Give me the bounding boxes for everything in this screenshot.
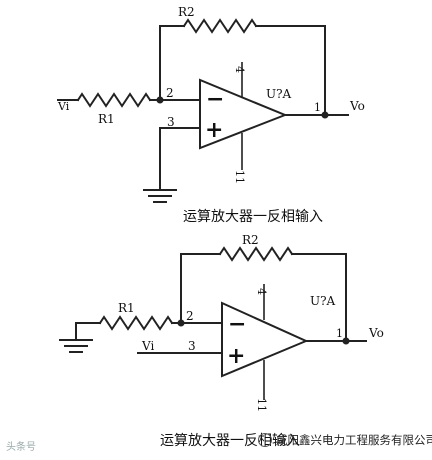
minus-sign-top: −: [206, 86, 224, 112]
opamp-triangle-bottom: [221, 301, 309, 378]
pin-label-vplus-bottom: 4: [255, 288, 268, 295]
label-r2-bottom: R2: [242, 233, 259, 247]
label-vo-bottom: Vo: [368, 326, 384, 340]
opamp-triangle-top: [199, 78, 288, 150]
minus-sign-bottom: −: [228, 311, 246, 337]
pin-label-vminus-top: 11: [233, 170, 246, 184]
pin-label-out-bottom: 1: [336, 327, 343, 340]
pin-label-vminus-bottom: 11: [255, 398, 268, 412]
label-vi-top: Vi: [57, 100, 70, 113]
pin-label-vplus-top: 4: [233, 66, 246, 73]
plus-sign-top: +: [205, 117, 223, 143]
label-opamp-top: U?A: [266, 87, 292, 101]
pin-label-inv-bottom: 2: [186, 309, 194, 323]
wechat-icon: [258, 433, 272, 447]
label-r1-top: R1: [98, 112, 115, 126]
resistor-r2-top: [182, 18, 258, 34]
circuit-top: R2 Vi R1 2 3 4 11 − + U?A 1 Vo: [57, 5, 365, 203]
label-r1-bottom: R1: [118, 301, 135, 315]
circuit-bottom: R2 R1 Vi 2 3 4 11 − + U?A 1 Vo: [59, 233, 384, 412]
resistor-r1-bottom: [98, 315, 174, 331]
resistor-r2-bottom: [218, 246, 294, 262]
plus-sign-bottom: +: [227, 343, 245, 369]
label-vi-bottom: Vi: [141, 339, 154, 353]
label-vo-top: Vo: [349, 99, 365, 113]
watermark-right-text: 咸阳鑫兴电力工程服务有限公司: [276, 433, 432, 447]
label-r2-top: R2: [178, 5, 195, 19]
pin-label-noninv-top: 3: [167, 115, 175, 129]
caption-top: 运算放大器一反相输入: [183, 209, 323, 225]
node-out-bottom: [342, 337, 350, 345]
pin-label-out-top: 1: [314, 101, 321, 114]
resistor-r1-top: [76, 92, 152, 108]
pin-label-noninv-bottom: 3: [188, 339, 196, 353]
label-opamp-bottom: U?A: [310, 294, 336, 308]
pin-label-inv-top: 2: [166, 86, 174, 100]
watermark-left: 头条号: [6, 442, 36, 453]
watermark-right: 咸阳鑫兴电力工程服务有限公司: [258, 432, 432, 448]
node-out-top: [321, 111, 329, 119]
